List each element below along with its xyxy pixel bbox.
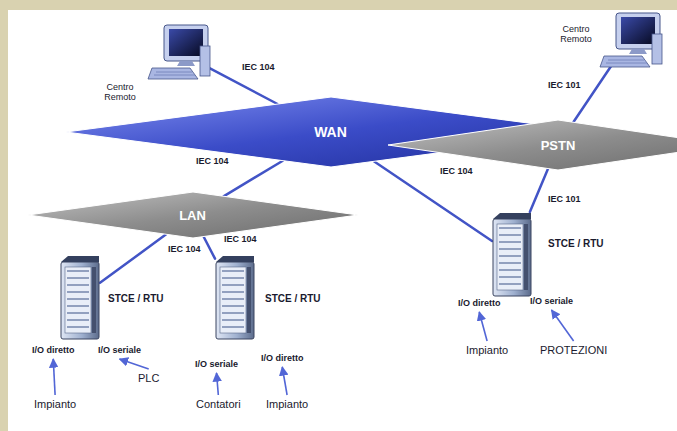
rtu-name: STCE / RTU [548, 238, 604, 249]
protocol-label: IEC 104 [438, 166, 475, 176]
rtu-server: STCE / RTUI/O direttoI/O seriale [60, 255, 100, 340]
protocol-label: IEC 101 [546, 80, 583, 90]
field-device-label: PLC [138, 372, 159, 384]
io-arrow [53, 359, 55, 395]
network-name: PSTN [388, 138, 677, 153]
io-arrow [120, 359, 149, 369]
station-name: Centro Remoto [554, 24, 598, 45]
io-arrow [479, 312, 487, 341]
field-device-label: Impianto [466, 344, 508, 356]
rtu-server: STCE / RTUI/O serialeI/O diretto [215, 255, 255, 340]
field-device-label: Impianto [266, 398, 308, 410]
rtu-name: STCE / RTU [108, 293, 164, 304]
network-link [210, 68, 277, 104]
diamond-fill [388, 120, 677, 170]
io-label: I/O diretto [261, 353, 304, 363]
network-link [530, 169, 548, 212]
station-name: Centro Remoto [98, 82, 142, 103]
network-diamond: PSTN [388, 120, 677, 170]
remote-center: Centro Remoto [600, 12, 660, 64]
io-arrow [217, 373, 219, 395]
io-label: I/O seriale [195, 359, 238, 369]
remote-center: Centro Remoto [148, 24, 210, 80]
field-device-label: PROTEZIONI [540, 344, 607, 356]
network-link [374, 161, 492, 241]
server-icon [60, 255, 100, 340]
rtu-name: STCE / RTU [265, 293, 321, 304]
network-link [100, 234, 166, 283]
field-device-label: Contatori [196, 398, 241, 410]
protocol-label: IEC 104 [240, 62, 277, 72]
rtu-server: STCE / RTUI/O direttoI/O seriale [492, 212, 532, 297]
network-diamond: LAN [28, 192, 358, 238]
io-label: I/O diretto [458, 298, 501, 308]
network-name: WAN [66, 124, 596, 140]
network-link [204, 236, 215, 258]
network-link [573, 64, 612, 122]
protocol-label: IEC 104 [222, 234, 259, 244]
diamond-fill [28, 192, 358, 238]
protocol-label: IEC 104 [166, 244, 203, 254]
diamond-outline [388, 120, 677, 170]
io-label: I/O diretto [32, 345, 75, 355]
network-name: LAN [28, 208, 358, 223]
io-arrow [282, 367, 287, 395]
io-arrow [552, 310, 574, 341]
io-label: I/O seriale [530, 296, 573, 306]
computer-icon [600, 12, 660, 64]
io-label: I/O seriale [98, 345, 141, 355]
network-link [224, 161, 283, 197]
server-icon [492, 212, 532, 297]
server-icon [215, 255, 255, 340]
field-device-label: Impianto [34, 398, 76, 410]
protocol-label: IEC 104 [194, 156, 231, 166]
computer-icon [148, 24, 210, 80]
protocol-label: IEC 101 [546, 194, 583, 204]
